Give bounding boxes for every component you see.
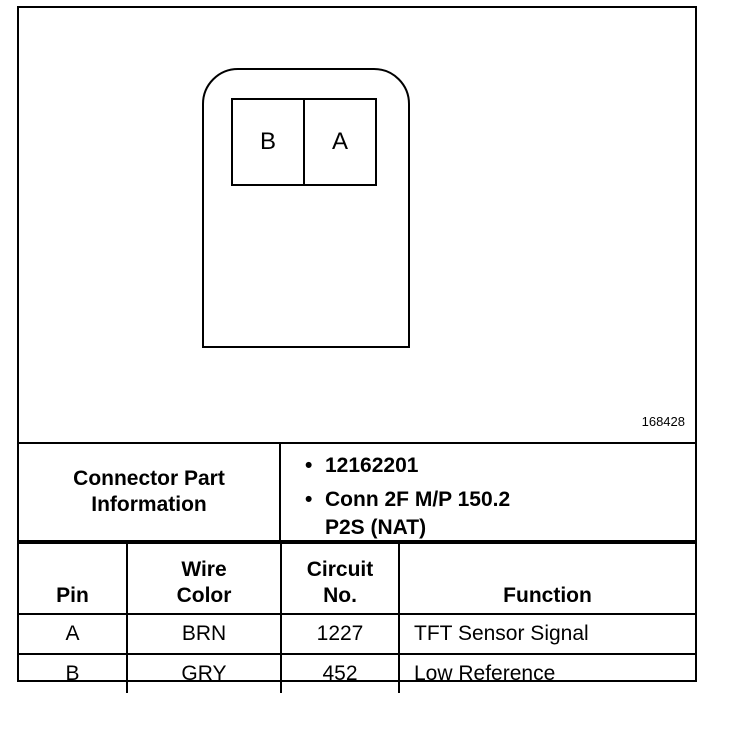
table-row: B GRY 452 Low Reference — [19, 653, 695, 693]
header-wire-line1: Wire — [181, 558, 227, 581]
cell-wire-color: GRY — [126, 653, 282, 693]
connector-description: Conn 2F M/P 150.2 — [325, 488, 511, 511]
part-info-label-line2: Information — [91, 493, 207, 516]
part-info-item-continued: P2S (NAT) — [325, 514, 695, 542]
cavity-a: A — [303, 100, 375, 184]
header-wire-color: Wire Color — [126, 542, 282, 615]
cell-circuit: 1227 — [280, 613, 400, 655]
part-number: 12162201 — [325, 454, 419, 477]
header-function: Function — [398, 542, 695, 615]
connector-variant: P2S (NAT) — [325, 516, 427, 539]
part-info-row: Connector Part Information • 12162201 • … — [19, 444, 695, 542]
pinout-table: Pin Wire Color Circuit No. Function A BR… — [19, 542, 695, 693]
cell-function: TFT Sensor Signal — [398, 613, 695, 655]
table-row: A BRN 1227 TFT Sensor Signal — [19, 613, 695, 655]
cavity-b: B — [259, 128, 276, 155]
connector-sheet: B A 168428 Connector Part Information • … — [17, 6, 697, 693]
header-pin: Pin — [19, 542, 128, 615]
cell-pin: A — [19, 613, 128, 655]
connector-body — [202, 68, 410, 348]
header-circuit-line1: Circuit — [306, 558, 374, 581]
cell-pin: B — [19, 653, 128, 693]
bullet-icon: • — [305, 454, 313, 477]
part-info-list: • 12162201 • Conn 2F M/P 150.2 P2S (NAT) — [281, 444, 695, 540]
part-info-label: Connector Part Information — [19, 444, 281, 540]
part-info-item: • Conn 2F M/P 150.2 — [305, 486, 695, 514]
cell-function: Low Reference — [398, 653, 695, 693]
bullet-icon: • — [305, 488, 313, 511]
header-circuit: Circuit No. — [280, 542, 400, 615]
header-circuit-line2: No. — [323, 584, 357, 607]
cell-circuit: 452 — [280, 653, 400, 693]
header-wire-line2: Color — [176, 584, 232, 607]
cell-wire-color: BRN — [126, 613, 282, 655]
figure-number: 168428 — [641, 414, 685, 429]
table-header-row: Pin Wire Color Circuit No. Function — [19, 542, 695, 615]
connector-diagram: B A 168428 — [19, 8, 695, 444]
part-info-item: • 12162201 — [305, 452, 695, 480]
connector-cavities: B A — [231, 98, 377, 186]
part-info-label-line1: Connector Part — [73, 467, 225, 490]
